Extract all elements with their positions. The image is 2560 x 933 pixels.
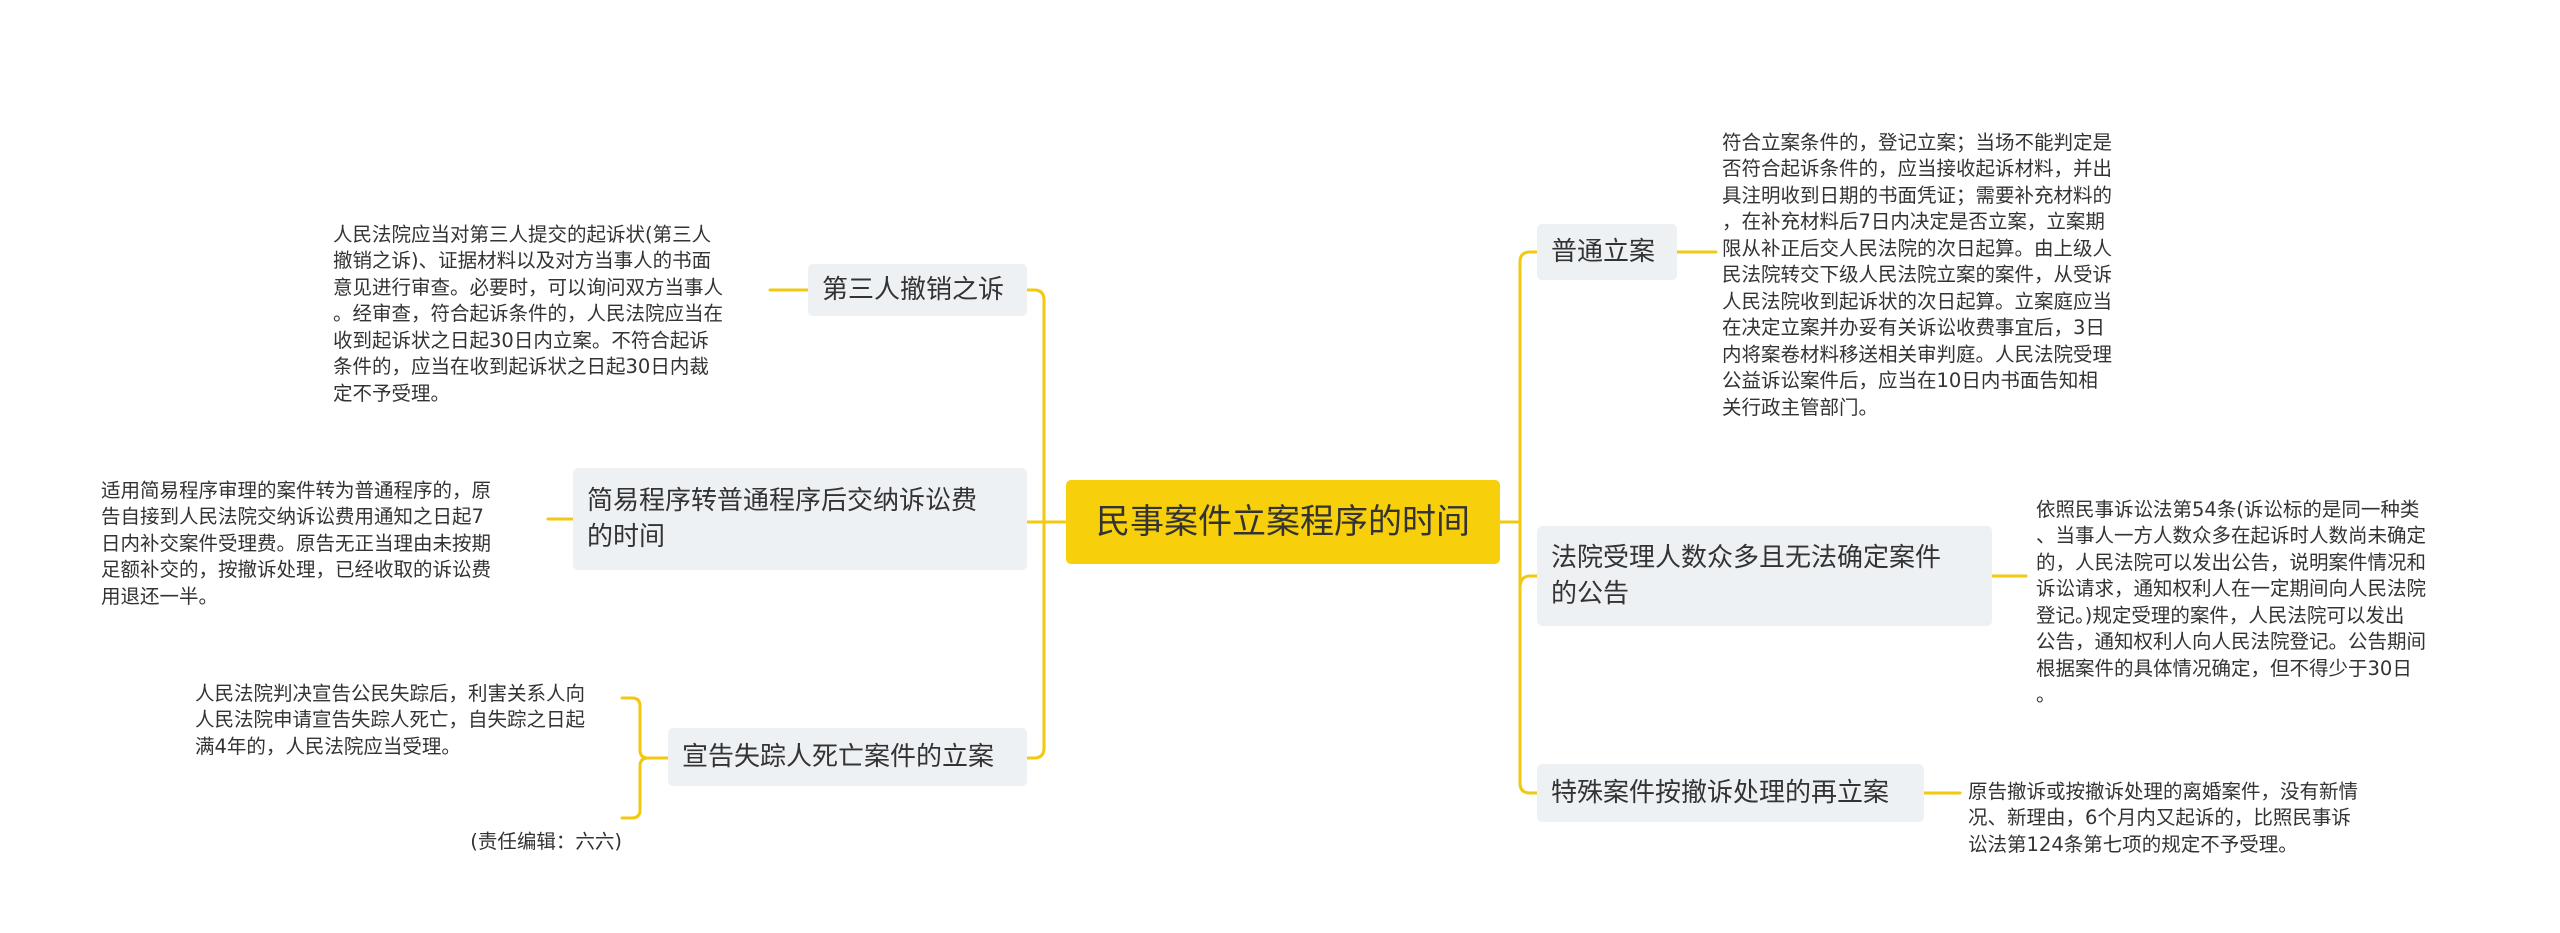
topic-label: 第三人撤销之诉: [822, 275, 1005, 305]
note-text: 人民法院应当对第三人提交的起诉状(第三人 撤销之诉)、证据材料以及对方当事人的书…: [333, 222, 724, 405]
topic-refiling-after-withdrawal[interactable]: 特殊案件按撤诉处理的再立案: [1537, 764, 1924, 822]
note-text: 符合立案条件的，登记立案；当场不能判定是 否符合起诉条件的，应当接收起诉材料，并…: [1722, 130, 2113, 419]
connector-missing-note2: [620, 756, 650, 820]
topic-label: 简易程序转普通程序后交纳诉讼费 的时间: [587, 486, 978, 552]
root-topic[interactable]: 民事案件立案程序的时间: [1066, 480, 1500, 564]
note-text: 人民法院判决宣告公民失踪后，利害关系人向 人民法院申请宣告失踪人死亡，自失踪之日…: [195, 681, 586, 758]
topic-label: 宣告失踪人死亡案件的立案: [682, 742, 995, 772]
note-refiling-after-withdrawal: 原告撤诉或按撤诉处理的离婚案件，没有新情 况、新理由，6个月内又起诉的，比照民事…: [1968, 752, 2418, 858]
connector-right-ordinary: [1518, 250, 1539, 524]
note-third-party-revoke: 人民法院应当对第三人提交的起诉状(第三人 撤销之诉)、证据材料以及对方当事人的书…: [333, 195, 773, 407]
note-text: 依照民事诉讼法第54条(诉讼标的是同一种类 、当事人一方人数众多在起诉时人数尚未…: [2036, 497, 2427, 707]
connector-right-refile: [1518, 520, 1539, 795]
topic-label: 普通立案: [1551, 237, 1656, 267]
note-ordinary-filing: 符合立案条件的，登记立案；当场不能判定是 否符合起诉条件的，应当接收起诉材料，并…: [1722, 103, 2172, 421]
topic-label: 法院受理人数众多且无法确定案件 的公告: [1551, 543, 1942, 609]
topic-simple-to-ordinary-fee[interactable]: 简易程序转普通程序后交纳诉讼费 的时间: [573, 468, 1027, 570]
connector-left-third-party: [1025, 288, 1046, 524]
topic-label: 特殊案件按撤诉处理的再立案: [1551, 778, 1890, 808]
root-title: 民事案件立案程序的时间: [1096, 502, 1470, 542]
topic-third-party-revoke[interactable]: 第三人撤销之诉: [808, 264, 1027, 316]
topic-many-parties-notice[interactable]: 法院受理人数众多且无法确定案件 的公告: [1537, 526, 1992, 626]
note-many-parties-notice: 依照民事诉讼法第54条(诉讼标的是同一种类 、当事人一方人数众多在起诉时人数尚未…: [2036, 470, 2486, 709]
editor-credit-text: (责任编辑：六六): [470, 829, 622, 853]
note-missing-person-death: 人民法院判决宣告公民失踪后，利害关系人向 人民法院申请宣告失踪人死亡，自失踪之日…: [195, 654, 635, 760]
note-simple-to-ordinary-fee: 适用简易程序审理的案件转为普通程序的，原 告自接到人民法院交纳诉讼费用通知之日起…: [101, 451, 551, 610]
note-editor-credit: (责任编辑：六六): [400, 802, 622, 855]
note-text: 适用简易程序审理的案件转为普通程序的，原 告自接到人民法院交纳诉讼费用通知之日起…: [101, 478, 492, 608]
note-text: 原告撤诉或按撤诉处理的离婚案件，没有新情 况、新理由，6个月内又起诉的，比照民事…: [1968, 779, 2359, 856]
topic-ordinary-filing[interactable]: 普通立案: [1537, 224, 1677, 280]
connector-left-missing: [1025, 520, 1046, 760]
topic-missing-person-death[interactable]: 宣告失踪人死亡案件的立案: [668, 728, 1027, 786]
connector-right-many: [1518, 520, 1539, 589]
